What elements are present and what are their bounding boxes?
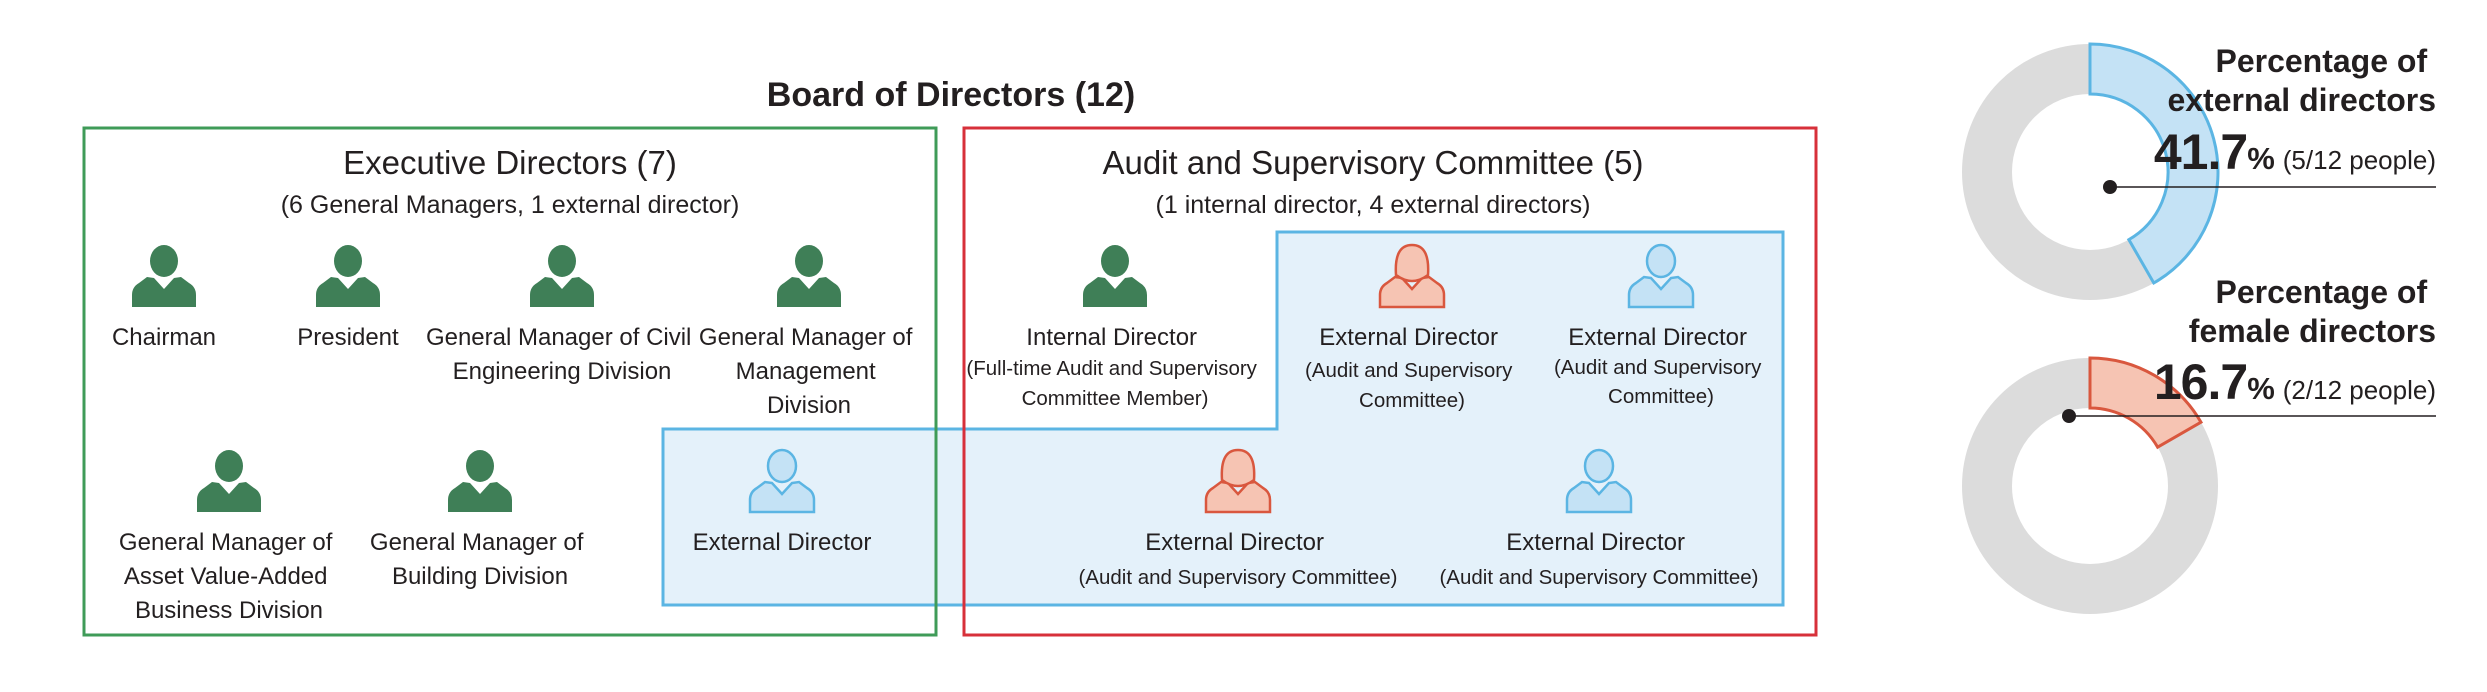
stat-note: (5/12 people) <box>2283 145 2436 175</box>
leader-dot <box>2062 409 2076 423</box>
person-icon <box>1083 245 1147 307</box>
person-icon <box>530 245 594 307</box>
member-external-director-audit-female-2: External Director (Audit and Supervisory… <box>1078 448 1398 589</box>
member-external-director-executive: External Director <box>693 448 872 556</box>
member-president: President <box>297 245 399 351</box>
svg-text:External Director (Audit: External Director (Audit and Supervisory… <box>1305 324 1519 412</box>
member-external-director-audit-male-2: External Director (Audit and Supervisory… <box>1439 448 1759 589</box>
svg-text:General Manager of Manag: General Manager of Management Division <box>699 324 919 419</box>
svg-text:Percentage of female dir: Percentage of female directors <box>2189 274 2436 349</box>
member-gm-building: General Manager of Building Division <box>370 450 590 590</box>
stat-unit: % <box>2247 141 2275 176</box>
stat-title-line: Percentage of <box>2215 43 2427 79</box>
stat-value: 16.7 <box>2154 354 2247 410</box>
person-icon <box>132 245 196 307</box>
stat-note: (2/12 people) <box>2283 375 2436 405</box>
audit-subheading: (1 internal director, 4 external directo… <box>1156 191 1591 219</box>
donut-segment-external <box>2088 42 2220 286</box>
executive-heading: Executive Directors (7) <box>343 144 677 181</box>
member-gm-asset-value-added: General Manager of Asset Value-Added Bus… <box>119 450 339 624</box>
board-title: Board of Directors (12) <box>767 76 1135 114</box>
svg-text:General Manager of Build: General Manager of Building Division <box>370 529 590 590</box>
stat-title-line: Percentage of <box>2215 274 2427 310</box>
executive-directors-box <box>82 126 938 637</box>
stat-external-directors: Percentage of external directors 41.7% (5… <box>1962 42 2436 300</box>
leader-dot <box>2103 180 2117 194</box>
svg-text:External Director (Audit: External Director (Audit and Supervisory… <box>1439 529 1758 589</box>
donut-segment-female <box>2088 356 2204 450</box>
person-icon <box>197 450 261 512</box>
svg-text:Internal Director (Full-: Internal Director (Full-time Audit and S… <box>966 324 1263 410</box>
svg-text:General Manager of Asset: General Manager of Asset Value-Added Bus… <box>119 529 339 624</box>
member-external-director-audit-female-1: External Director (Audit and Supervisory… <box>1305 243 1519 412</box>
stat-value: 41.7 <box>2154 124 2247 180</box>
audit-heading: Audit and Supervisory Committee (5) <box>1102 144 1643 181</box>
audit-committee-box <box>962 126 1818 637</box>
svg-text:General Manager of Civil: General Manager of Civil Engineering Div… <box>426 324 698 385</box>
svg-text:External Director: External Director <box>693 529 872 556</box>
svg-text:41.7%(5/12 people): 41.7% (5/12 people) <box>2154 124 2436 180</box>
member-internal-director-audit: Internal Director (Full-time Audit and S… <box>966 245 1263 410</box>
member-chairman: Chairman <box>112 245 216 351</box>
svg-text:Chairman: Chairman <box>112 324 216 351</box>
stat-title-line: external directors <box>2167 82 2436 118</box>
member-external-director-audit-male-1: External Director (Audit and Supervisory… <box>1554 243 1768 408</box>
person-icon <box>448 450 512 512</box>
stat-title-line: female directors <box>2189 313 2436 349</box>
person-icon <box>777 245 841 307</box>
member-gm-civil-engineering: General Manager of Civil Engineering Div… <box>426 245 698 385</box>
member-gm-management: General Manager of Management Division <box>699 245 919 419</box>
svg-text:External Director (Audit: External Director (Audit and Supervisory… <box>1078 529 1397 589</box>
svg-text:President: President <box>297 324 399 351</box>
svg-text:16.7%(2/12 people): 16.7% (2/12 people) <box>2154 354 2436 410</box>
svg-text:External Director (Audit: External Director (Audit and Supervisory… <box>1554 324 1768 408</box>
external-directors-region <box>661 230 1785 607</box>
svg-text:Percentage of external d: Percentage of external directors <box>2167 43 2436 118</box>
person-icon <box>316 245 380 307</box>
executive-subheading: (6 General Managers, 1 external director… <box>281 191 740 219</box>
stat-unit: % <box>2247 371 2275 406</box>
stat-female-directors: Percentage of female directors 16.7% (2/1… <box>1962 274 2436 614</box>
